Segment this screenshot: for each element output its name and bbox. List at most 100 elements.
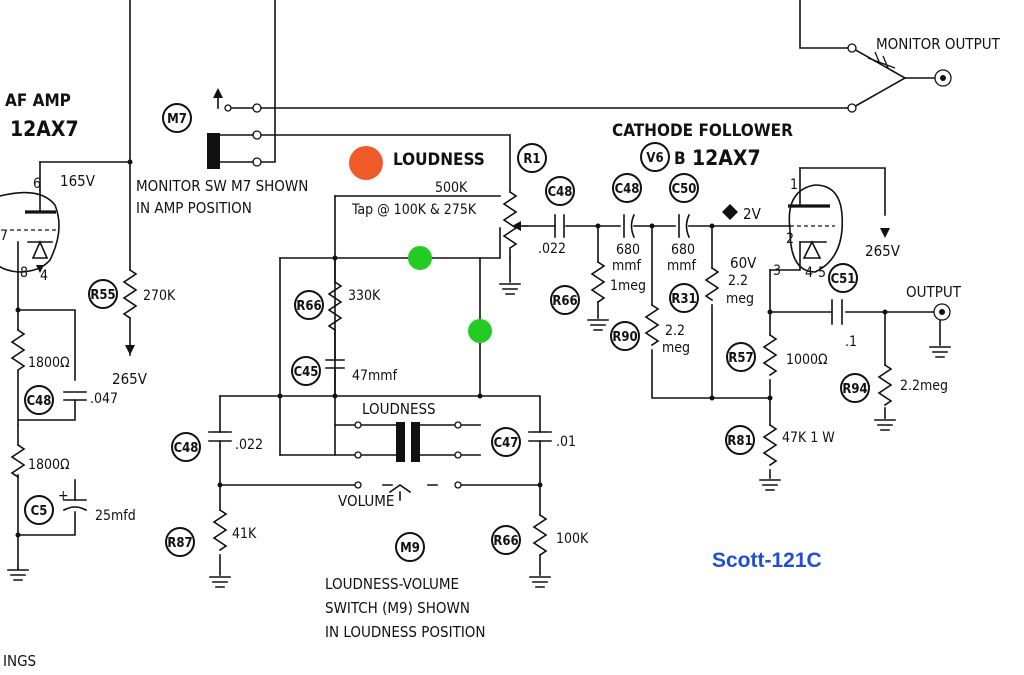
pot-value: 500K — [435, 180, 468, 196]
svg-text:4: 4 — [805, 265, 813, 281]
svg-text:R55: R55 — [90, 288, 115, 303]
resistor-1800-a — [10, 328, 26, 426]
resistor-r55 — [122, 268, 138, 320]
svg-text:1meg: 1meg — [610, 278, 646, 294]
svg-text:R94: R94 — [842, 382, 867, 397]
junction-nodes — [15, 159, 890, 538]
svg-text:265V: 265V — [865, 242, 901, 260]
bottom-left-fragment: INGS — [3, 652, 36, 670]
tag-c48-c: C48 — [545, 176, 575, 206]
svg-text:M7: M7 — [167, 112, 187, 127]
svg-text:100K: 100K — [556, 531, 589, 547]
svg-text:C48: C48 — [27, 394, 52, 409]
tag-r1: R1 — [517, 143, 547, 173]
svg-text:4: 4 — [40, 268, 48, 284]
svg-text:2.2meg: 2.2meg — [900, 378, 948, 394]
svg-text:C45: C45 — [294, 365, 319, 380]
svg-text:1: 1 — [790, 177, 798, 193]
capacitors: + — [17, 213, 843, 512]
svg-text:mmf: mmf — [667, 258, 697, 274]
resistor-r31 — [704, 266, 720, 302]
reference-tags: M7 R1 R55 R66 C45 C48 C47 R87 M9 R66 C48… — [24, 103, 870, 562]
capacitor-c48-022 — [208, 431, 232, 442]
svg-text:8: 8 — [20, 265, 28, 281]
svg-text:1800Ω: 1800Ω — [28, 355, 70, 371]
svg-text:R81: R81 — [727, 434, 752, 449]
switches — [207, 43, 952, 489]
svg-text:3: 3 — [773, 263, 781, 279]
annotation-markers — [349, 146, 492, 343]
green-marker-top — [408, 246, 432, 270]
monitor-sw-line2: IN AMP POSITION — [136, 199, 252, 217]
svg-text:2.2: 2.2 — [728, 273, 748, 289]
svg-text:7: 7 — [0, 228, 8, 244]
svg-text:680: 680 — [671, 242, 695, 258]
svg-text:.1: .1 — [845, 334, 857, 350]
resistor-r94 — [877, 363, 893, 407]
tube-cathode-follower — [788, 184, 844, 273]
svg-text:R57: R57 — [728, 351, 753, 366]
tag-c51: C51 — [828, 263, 858, 293]
tag-r66-b: R66 — [550, 285, 580, 315]
resistor-r87 — [212, 508, 228, 552]
resistor-r90 — [644, 303, 660, 347]
svg-text:680: 680 — [616, 242, 640, 258]
svg-text:C47: C47 — [494, 436, 519, 451]
svg-text:C48: C48 — [548, 185, 573, 200]
tag-r57: R57 — [726, 342, 756, 372]
capacitor-c48-047 — [63, 391, 87, 401]
svg-text:2.2: 2.2 — [665, 323, 685, 339]
resistor-r66-100k — [532, 513, 548, 557]
cathode-follower-b: B — [674, 149, 686, 169]
tag-m7: M7 — [162, 103, 192, 133]
svg-text:R31: R31 — [671, 292, 696, 307]
orange-marker — [349, 146, 383, 180]
tag-c50: C50 — [669, 173, 699, 203]
output-label: OUTPUT — [906, 283, 962, 301]
tag-r94: R94 — [840, 373, 870, 403]
svg-text:C50: C50 — [672, 182, 697, 197]
tag-r31: R31 — [669, 283, 699, 313]
voltages-and-pins: 165V 265V 265V 2V 60V 6 7 8 4 1 2 3 4 5 — [0, 172, 901, 388]
svg-text:270K: 270K — [143, 288, 176, 304]
volume-label: VOLUME — [338, 492, 394, 510]
loudness-heading: LOUDNESS — [393, 150, 485, 170]
monitor-sw-line1: MONITOR SW M7 SHOWN — [136, 177, 308, 195]
resistor-r81 — [762, 423, 778, 467]
svg-text:R90: R90 — [612, 330, 637, 345]
pot-r1 — [502, 190, 518, 259]
svg-text:R87: R87 — [167, 536, 192, 551]
svg-text:C51: C51 — [831, 272, 856, 287]
resistor-1800-b — [10, 443, 26, 479]
svg-text:C48: C48 — [174, 441, 199, 456]
svg-text:.022: .022 — [538, 241, 566, 257]
tag-r66-c: R66 — [491, 525, 521, 555]
svg-text:meg: meg — [662, 340, 690, 356]
af-amp-label: AF AMP — [5, 91, 71, 111]
tag-v6: V6 — [640, 142, 670, 172]
wires — [17, 0, 941, 576]
svg-text:R66: R66 — [493, 534, 518, 549]
svg-text:60V: 60V — [730, 254, 757, 272]
tag-c45: C45 — [291, 356, 321, 386]
tag-c48-b: C48 — [24, 385, 54, 415]
svg-text:C5: C5 — [31, 504, 48, 519]
component-values: 270K 330K 47mmf .022 .01 41K 100K .022 6… — [28, 241, 948, 547]
svg-text:.01: .01 — [556, 434, 576, 450]
svg-text:2: 2 — [786, 231, 794, 247]
tag-r90: R90 — [610, 321, 640, 351]
svg-text:1000Ω: 1000Ω — [786, 352, 828, 368]
tag-r55: R55 — [88, 279, 118, 309]
svg-text:1800Ω: 1800Ω — [28, 457, 70, 473]
svg-text:C48: C48 — [615, 182, 640, 197]
tag-m9: M9 — [395, 532, 425, 562]
cathode-follower-label: CATHODE FOLLOWER — [612, 121, 793, 141]
monitor-output-label: MONITOR OUTPUT — [876, 35, 1001, 53]
resistors — [10, 190, 893, 557]
svg-text:41K: 41K — [232, 526, 257, 542]
svg-text:meg: meg — [726, 291, 754, 307]
svg-text:265V: 265V — [112, 370, 148, 388]
svg-text:165V: 165V — [60, 172, 96, 190]
svg-text:47K 1 W: 47K 1 W — [782, 430, 835, 446]
tag-c48-d: C48 — [612, 173, 642, 203]
